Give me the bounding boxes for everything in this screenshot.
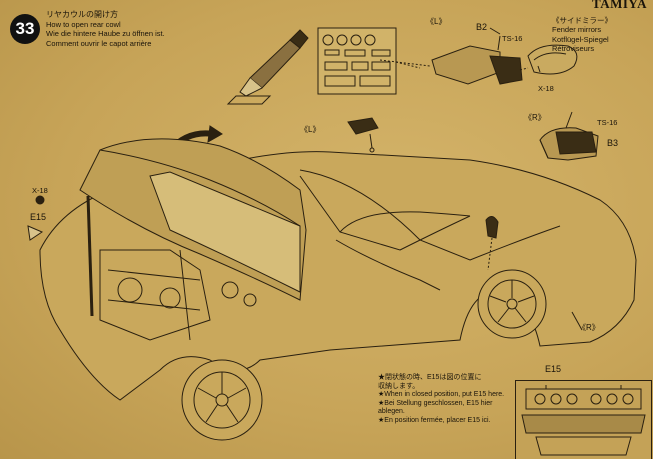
decal-sheet bbox=[317, 27, 421, 95]
step-instructions: リヤカウルの開け方 How to open rear cowl Wie die … bbox=[46, 10, 165, 48]
raised-rear-cowl bbox=[79, 138, 307, 301]
rear-wheel bbox=[181, 359, 263, 441]
mirror-right-b3 bbox=[539, 127, 599, 161]
support-rod bbox=[86, 195, 94, 317]
mirror-title-en: Fender mirrors bbox=[552, 25, 602, 35]
note-jp-1: ★閉状態の時、E15は図の位置に bbox=[378, 374, 482, 381]
mirror-glass-right bbox=[527, 44, 578, 75]
brand-logo: TAMIYA bbox=[591, 0, 647, 11]
car-mirror bbox=[485, 216, 499, 239]
note-de: ★Bei Stellung geschlossen, E15 hier able… bbox=[378, 399, 493, 416]
mirror-left-mid bbox=[347, 117, 379, 153]
step-title-de: Wie die hintere Haube zu öffnen ist. bbox=[46, 29, 165, 39]
part-ts16-a: TS-16 bbox=[502, 34, 523, 43]
label-right-car: 《R》 bbox=[578, 323, 600, 332]
step-number-badge: 33 bbox=[10, 14, 40, 44]
engine-detail bbox=[99, 249, 257, 341]
part-ts16-b: TS-16 bbox=[597, 118, 618, 127]
e15-part bbox=[27, 195, 45, 241]
note-jp-2: 収納します。 bbox=[378, 382, 420, 390]
front-wheel bbox=[477, 269, 547, 339]
label-left-top: 《L》 bbox=[426, 17, 447, 26]
mirror-title-jp: 《サイドミラー》 bbox=[552, 16, 612, 25]
label-right-top: 《R》 bbox=[524, 113, 546, 122]
step-title-jp: リヤカウルの開け方 bbox=[46, 10, 118, 19]
label-left-mid: 《L》 bbox=[300, 125, 321, 134]
storage-note: ★閉状態の時、E15は図の位置に 収納します。 ★When in closed … bbox=[378, 374, 518, 426]
mirror-left-top bbox=[431, 27, 523, 85]
part-e15-inset: E15 bbox=[545, 364, 562, 374]
part-x18-a: X-18 bbox=[538, 84, 554, 93]
note-en: ★When in closed position, put E15 here. bbox=[378, 391, 505, 399]
mirror-caption: 《サイドミラー》 Fender mirrors Kotflügel-Spiege… bbox=[552, 16, 612, 54]
note-fr: ★En position fermée, placer E15 ici. bbox=[378, 416, 491, 424]
mirror-title-de: Kotflügel-Spiegel bbox=[552, 34, 609, 44]
paint-brush-icon bbox=[226, 29, 309, 105]
part-b3: B3 bbox=[607, 138, 619, 148]
part-x18-b: X-18 bbox=[32, 186, 48, 195]
part-e15: E15 bbox=[30, 212, 47, 222]
part-b2: B2 bbox=[476, 22, 488, 32]
engine-bay-inset bbox=[515, 380, 652, 459]
step-title-fr: Comment ouvrir le capot arrière bbox=[46, 38, 152, 48]
step-title-en: How to open rear cowl bbox=[46, 19, 121, 29]
mirror-title-fr: Rétroviseurs bbox=[552, 44, 595, 54]
